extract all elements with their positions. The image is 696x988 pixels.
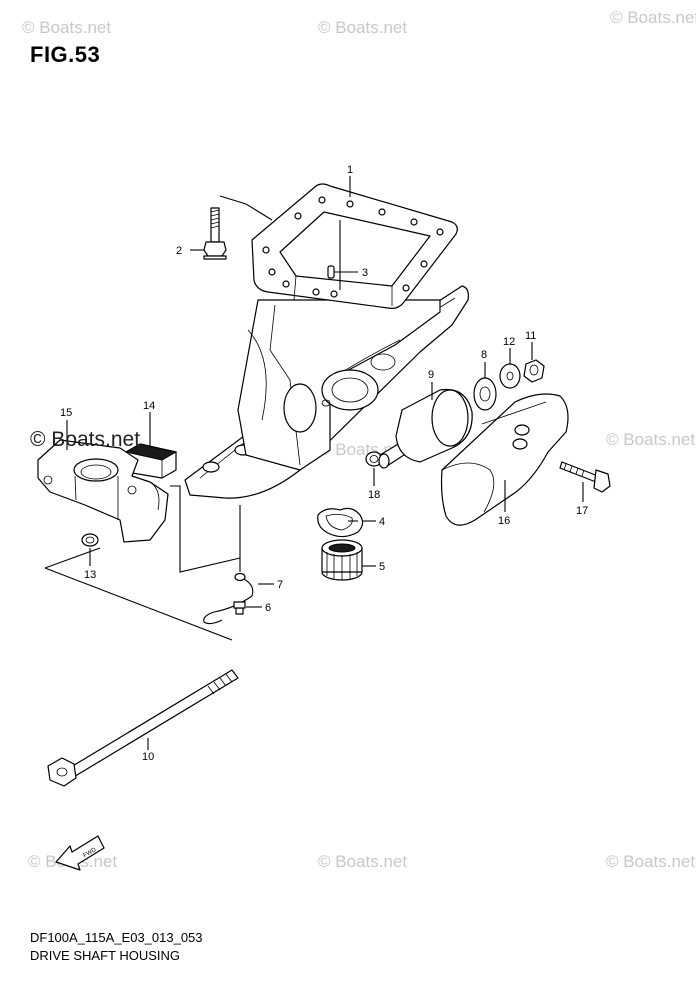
nut bbox=[523, 359, 545, 383]
part-number-11: 11 bbox=[525, 330, 536, 342]
part-number-8: 8 bbox=[481, 349, 487, 361]
part-number-17: 17 bbox=[576, 505, 588, 517]
part-number-12: 12 bbox=[503, 336, 515, 348]
figure-caption: DRIVE SHAFT HOUSING bbox=[30, 948, 181, 963]
washer-8 bbox=[473, 377, 497, 411]
watermark: © Boats.net bbox=[318, 852, 408, 871]
bushing bbox=[321, 539, 363, 581]
part-number-1: 1 bbox=[347, 164, 353, 176]
part-number-labels: 1 2 3 4 5 6 7 8 9 10 11 12 13 14 15 16 1… bbox=[60, 164, 588, 763]
part-number-15: 15 bbox=[60, 407, 72, 419]
part-number-14: 14 bbox=[143, 400, 155, 412]
rubber-mount bbox=[378, 388, 473, 469]
figure-title: FIG.53 bbox=[30, 42, 101, 67]
washer-12 bbox=[499, 363, 521, 389]
part-number-13: 13 bbox=[84, 569, 96, 581]
part-number-18: 18 bbox=[368, 489, 380, 501]
part-number-5: 5 bbox=[379, 561, 385, 573]
watermark: © Boats.net bbox=[318, 18, 408, 37]
part-number-16: 16 bbox=[498, 515, 510, 527]
mount-pad bbox=[124, 443, 178, 479]
small-bolt bbox=[233, 601, 246, 615]
part-number-10: 10 bbox=[142, 751, 154, 763]
washer-13 bbox=[81, 533, 99, 547]
dowel-pin bbox=[327, 265, 335, 279]
part-number-3: 3 bbox=[362, 267, 368, 279]
gasket bbox=[317, 507, 364, 538]
watermark: © Boats.net bbox=[22, 18, 112, 37]
watermark: © Boats.net bbox=[30, 428, 141, 451]
washer-18 bbox=[365, 451, 383, 467]
part-number-6: 6 bbox=[265, 602, 271, 614]
bolt-17 bbox=[559, 461, 611, 493]
part-number-2: 2 bbox=[176, 245, 182, 257]
watermark: © Boats.net bbox=[606, 852, 696, 871]
part-number-9: 9 bbox=[428, 369, 434, 381]
drawing-code: DF100A_115A_E03_013_053 bbox=[30, 930, 203, 945]
drive-shaft-housing bbox=[184, 183, 469, 499]
fwd-arrow-icon: FWD bbox=[55, 835, 105, 871]
long-bolt bbox=[47, 669, 239, 787]
watermark: © Boats.net bbox=[606, 430, 696, 449]
leader-lines bbox=[44, 176, 584, 750]
part-number-4: 4 bbox=[379, 516, 385, 528]
ground-wire bbox=[203, 572, 254, 625]
watermark: © Boats.net bbox=[610, 8, 696, 27]
part-number-7: 7 bbox=[277, 579, 283, 591]
mount-cover bbox=[440, 393, 569, 526]
bolt-vertical bbox=[203, 207, 227, 260]
mount-bracket bbox=[37, 439, 169, 543]
